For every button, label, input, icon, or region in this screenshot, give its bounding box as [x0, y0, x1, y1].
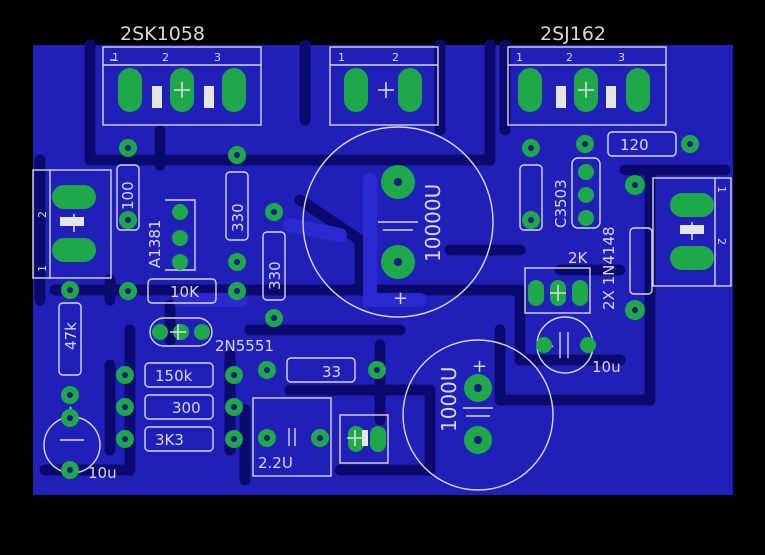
- q-right-outline: [507, 46, 667, 126]
- pad: [626, 68, 650, 112]
- cap-1000u-label: 1000U: [437, 366, 461, 432]
- r33-outline: [286, 357, 356, 383]
- pad: [398, 68, 422, 112]
- r47k-outline: [58, 302, 82, 376]
- cap-10000u-label: 10000U: [421, 184, 445, 262]
- pin-label: 1: [715, 186, 728, 193]
- cap-10000u-outline: [302, 126, 494, 318]
- a1381-label: A1381: [146, 220, 164, 268]
- r10k-outline: [147, 278, 217, 304]
- r100-outline: [116, 164, 140, 231]
- pin-label: 1: [36, 265, 49, 272]
- diodes-label: 2X 1N4148: [600, 226, 618, 310]
- pin-label: 2: [566, 51, 573, 64]
- q-left-label: 2SK1058: [120, 23, 205, 45]
- pin-label: 1: [112, 51, 119, 64]
- silkscreen-layer: [32, 46, 732, 491]
- pad: [670, 193, 714, 217]
- r10k-label: 10K: [170, 283, 200, 301]
- pad: [52, 185, 96, 209]
- svg-text:+: +: [472, 356, 487, 377]
- r33-label: 33: [322, 363, 341, 381]
- c3503-label: C3503: [552, 179, 570, 228]
- c3503-outline: [571, 157, 601, 229]
- pin-label: 2: [162, 51, 169, 64]
- pad: [52, 238, 96, 262]
- pad: [518, 68, 542, 112]
- pin-label: 3: [214, 51, 221, 64]
- q2n5551-label: 2N5551: [215, 337, 274, 355]
- pad: [118, 68, 142, 112]
- r47k-label: 47k: [62, 322, 80, 350]
- q-left-outline: [102, 46, 262, 126]
- connector-right-outline: [652, 177, 732, 287]
- r150k-outline: [144, 362, 214, 388]
- pad: [670, 246, 714, 270]
- bright-trace-layer: [173, 173, 427, 307]
- diode-outline: [519, 164, 543, 231]
- pads: [52, 68, 714, 479]
- r330b-outline: [262, 231, 286, 301]
- r330b-label: 330: [266, 261, 284, 290]
- pin-label: 2: [392, 51, 399, 64]
- cap-2u2-label: 2.2U: [258, 454, 293, 472]
- r300-outline: [144, 394, 214, 420]
- svg-text:+: +: [393, 288, 408, 309]
- r300-label: 300: [172, 399, 201, 417]
- cap-10u-right-label: 10u: [592, 358, 621, 376]
- pin-label: 2: [36, 211, 49, 218]
- trimmer-outline: [524, 267, 591, 314]
- r330a-label: 330: [229, 203, 247, 232]
- pin-label: 1: [516, 51, 523, 64]
- r3k3-label: 3K3: [155, 431, 184, 449]
- silkscreen-text: 2SK1058 2SJ162 1 2 3 1 2 1 2 3 2 1 1 2 1…: [36, 23, 728, 482]
- r100-label: 100: [119, 181, 137, 210]
- diode2-outline: [629, 227, 653, 295]
- trimmer-label: 2K: [568, 249, 589, 267]
- q2n5551-outline: [149, 317, 213, 347]
- connector-middle-outline: [329, 46, 439, 126]
- r3k3-outline: [144, 426, 214, 452]
- r150k-label: 150k: [155, 367, 193, 385]
- bridge-outline: [339, 414, 389, 464]
- r120-outline: [607, 131, 677, 157]
- pin-label: 3: [618, 51, 625, 64]
- pin-label: 2: [715, 238, 728, 245]
- pin-label: 1: [338, 51, 345, 64]
- pad: [222, 68, 246, 112]
- r120-label: 120: [620, 136, 649, 154]
- cap-1000u-outline: [402, 339, 554, 491]
- cap-10u-left-label: 10u: [88, 464, 117, 482]
- pad: [344, 68, 368, 112]
- q-right-label: 2SJ162: [540, 23, 606, 45]
- polarity-marks: + + + +: [63, 288, 555, 423]
- connector-left-outline: [32, 169, 112, 279]
- r330a-outline: [225, 171, 249, 241]
- cap-2u2-outline: [252, 397, 332, 477]
